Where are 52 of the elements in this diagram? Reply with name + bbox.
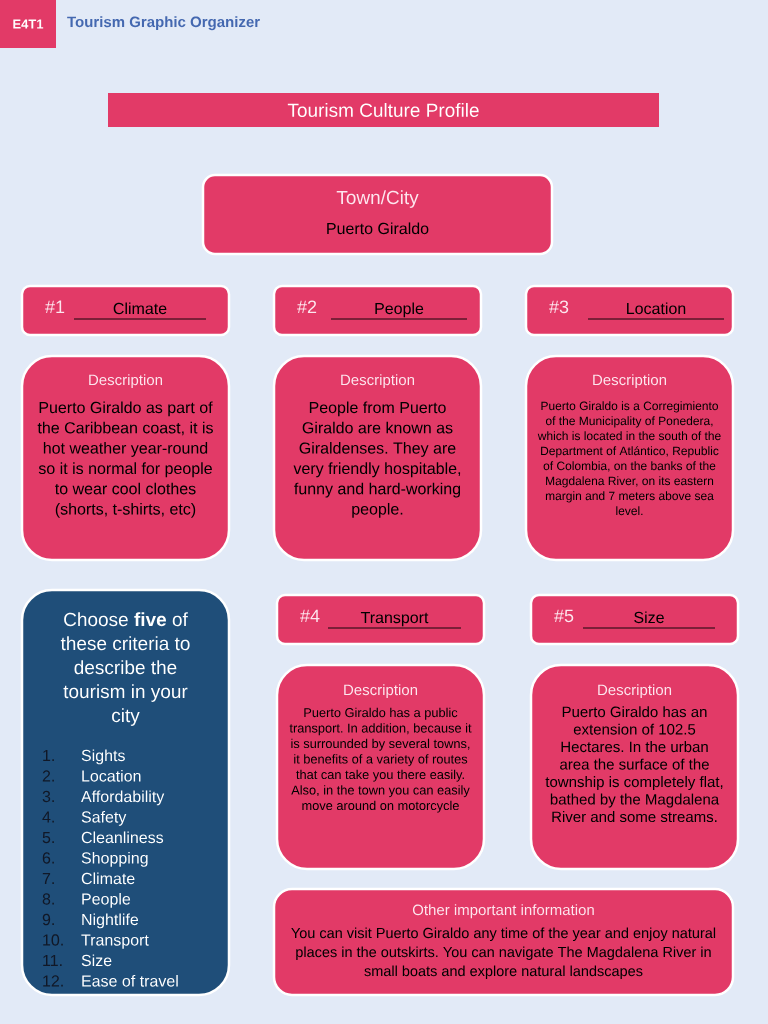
card-heading: Description xyxy=(344,684,418,699)
criterion-number: #2 xyxy=(297,300,317,313)
list-item: Ease of travel xyxy=(82,974,178,987)
description-text: Puerto Giraldo as part of the Caribbean coast, it is hot weather year-round so it is normal for people to wear cool clothes (shorts, t-shirts, etc) xyxy=(37,401,213,518)
description-text: Puerto Giraldo has an extension of 102.5 Hectares. In the urban area the surface of the township is completely flat, bathed by the Magdalena River and some streams. xyxy=(545,706,723,823)
card-heading: Description xyxy=(89,374,162,389)
list-item: Sights xyxy=(81,749,125,765)
page-title: Tourism Graphic Organizer xyxy=(67,16,260,31)
info-text: You can visit Puerto Giraldo any time of the year and enjoy natural places in the outskirts. You can navigate The Magdalena River in small boats and explore natural landscapes xyxy=(291,927,716,979)
list-number: 1. xyxy=(43,750,54,761)
description-text: People from Puerto Giraldo are known as Giraldenses. They are very friendly hospitable, funny and hard-working people. xyxy=(293,401,461,518)
fill-in-line: Size xyxy=(582,611,716,629)
list-number: 2. xyxy=(42,770,54,782)
fill-in-line: Climate xyxy=(73,302,207,320)
card-heading: Description xyxy=(598,684,672,699)
town-name: Puerto Giraldo xyxy=(327,222,429,235)
criterion-number: #5 xyxy=(554,609,574,623)
list-number: 9. xyxy=(42,913,54,926)
list-number: 5. xyxy=(42,832,54,844)
list-item: Affordability xyxy=(81,790,165,806)
criterion-number: #4 xyxy=(300,609,320,622)
list-number: 6. xyxy=(42,852,54,864)
list-number: 12. xyxy=(43,975,63,987)
list-number: 3. xyxy=(42,790,54,803)
list-item: Transport xyxy=(81,934,149,949)
code-tag: E4T1 xyxy=(0,0,56,48)
list-item: Safety xyxy=(81,810,127,826)
list-item: Nightlife xyxy=(82,913,139,929)
fill-in-line: People xyxy=(330,302,468,320)
list-number: 11. xyxy=(43,955,62,966)
criterion-number: #3 xyxy=(549,300,569,314)
list-item: People xyxy=(82,892,131,908)
card-heading: Description xyxy=(593,374,666,389)
list-number: 7. xyxy=(42,873,54,884)
list-number: 8. xyxy=(42,893,54,905)
description-text: Puerto Giraldo is a Corregimiento of the Municipality of Ponedera, which is located in the south of the Department of Atlántico, Republic of Colombia, on the banks of the Magdalena River, on its eastern margin and 7 meters above sea level. xyxy=(537,401,721,516)
card-heading: Other important information xyxy=(412,904,594,919)
description-text: Puerto Giraldo has a public transport. In addition, because it is surrounded by several towns, it benefits of a variety of routes that can take you there easily. Also, in the town you can easily move around on motorcycle xyxy=(289,707,472,813)
criterion-number: #1 xyxy=(45,300,65,313)
list-item: Climate xyxy=(81,872,135,885)
fill-in-line: Location xyxy=(587,302,725,320)
list-item: Cleanliness xyxy=(81,831,164,844)
card-heading: Town/City xyxy=(336,190,419,208)
fill-in-line: Transport xyxy=(327,612,462,629)
list-number: 10. xyxy=(43,934,63,946)
list-number: 4. xyxy=(42,811,54,823)
instruction-text: Choose five of these criteria to describe the tourism in your city xyxy=(60,612,190,726)
list-item: Size xyxy=(81,954,112,967)
list-item: Location xyxy=(82,769,141,782)
card-heading: Description xyxy=(341,374,414,389)
list-item: Shopping xyxy=(81,851,148,867)
heading-band: Tourism Culture Profile xyxy=(108,93,659,127)
